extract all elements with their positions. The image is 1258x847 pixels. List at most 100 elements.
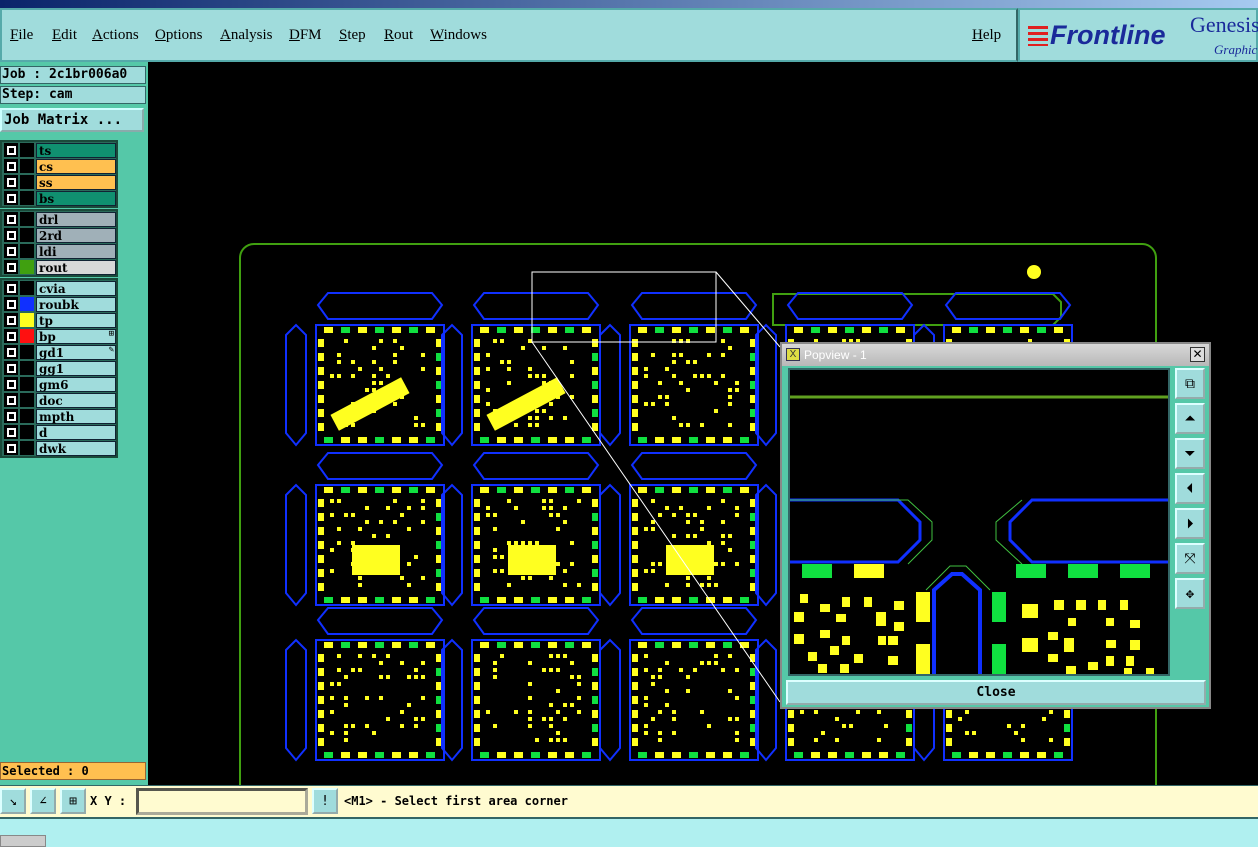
layer-checkbox[interactable] [4,260,18,274]
grid-button[interactable]: ⊞ [60,788,86,814]
menu-edit[interactable]: Edit [52,27,78,43]
layer-name[interactable]: gg1 [36,360,116,376]
edge-pad [689,642,698,648]
smd-pad [686,576,690,580]
layer-name[interactable]: doc [36,392,116,408]
menu-analysis[interactable]: Analysis [220,27,273,43]
menu-dfm[interactable]: DFM [289,27,322,43]
popview-close-button[interactable]: Close [786,680,1206,705]
layer-checkbox[interactable] [4,297,18,311]
layer-name[interactable]: roubk [36,296,116,312]
layer-name[interactable]: tp [36,312,116,328]
smd-pad [556,654,560,658]
layer-name[interactable]: gd1 [36,344,116,360]
layer-row-doc[interactable]: doc [2,392,116,408]
pan-right-button[interactable]: ⏵ [1175,508,1205,539]
edge-pad [436,668,442,676]
edge-pad [497,597,506,603]
taskbar-icons[interactable] [0,835,46,847]
menu-options[interactable]: Options [155,27,203,43]
layer-name[interactable]: ss [36,174,116,190]
component-pad [508,545,556,575]
layer-row-ss[interactable]: ss [2,174,116,190]
layer-checkbox[interactable] [4,313,18,327]
snap-button[interactable]: ∠ [30,788,56,814]
edge-pad [1064,710,1070,718]
menu-help[interactable]: Help [972,27,1002,43]
popview-close-icon[interactable]: ✕ [1190,347,1205,362]
menu-windows[interactable]: Windows [430,27,487,43]
layer-row-ldi[interactable]: ldi [2,243,116,259]
layer-checkbox[interactable] [4,425,18,439]
layer-row-2rd[interactable]: 2rd [2,227,116,243]
layer-row-d[interactable]: d [2,424,116,440]
layer-row-mpth[interactable]: mpth [2,408,116,424]
smd-pad [556,689,560,693]
layer-name[interactable]: mpth [36,408,116,424]
layer-checkbox[interactable] [4,228,18,242]
smd-pad [728,346,732,350]
layer-checkbox[interactable] [4,212,18,226]
xy-input[interactable] [136,788,308,815]
layer-row-bs[interactable]: bs [2,190,116,206]
alert-button[interactable]: ! [312,788,338,814]
layer-name[interactable]: gm6 [36,376,116,392]
edge-pad [723,487,732,493]
layer-name[interactable]: d [36,424,116,440]
layer-row-gd1[interactable]: gd1✎ [2,344,116,360]
pan-up-button[interactable]: ⏶ [1175,403,1205,434]
layer-name[interactable]: cs [36,158,116,174]
smd-pad [728,534,732,538]
layer-name[interactable]: ldi [36,243,116,259]
layer-checkbox[interactable] [4,393,18,407]
layer-checkbox[interactable] [4,345,18,359]
menu-rout[interactable]: Rout [384,27,414,43]
job-matrix-button[interactable]: Job Matrix ... [0,108,144,132]
menu-actions[interactable]: Actions [92,27,139,43]
layer-name[interactable]: rout [36,259,116,275]
layer-name[interactable]: cvia [36,280,116,296]
layer-row-tp[interactable]: tp [2,312,116,328]
zoom-in-button[interactable]: ⤧ [1175,543,1205,574]
layer-checkbox[interactable] [4,159,18,173]
edge-pad [436,710,442,718]
layer-checkbox[interactable] [4,329,18,343]
layer-row-dwk[interactable]: dwk [2,440,116,456]
zoom-out-button[interactable]: ✥ [1175,578,1205,609]
layer-row-cs[interactable]: cs [2,158,116,174]
pan-down-button[interactable]: ⏷ [1175,438,1205,469]
layer-checkbox[interactable] [4,244,18,258]
popview-canvas[interactable] [788,368,1170,676]
layer-checkbox[interactable] [4,361,18,375]
layer-row-gm6[interactable]: gm6 [2,376,116,392]
layer-checkbox[interactable] [4,175,18,189]
menu-file[interactable]: File [10,27,34,43]
layer-row-cvia[interactable]: cvia [2,280,116,296]
layer-row-roubk[interactable]: roubk [2,296,116,312]
edge-pad [1064,724,1070,732]
zoom-area-button[interactable]: ⧉ [1175,368,1205,399]
popview-title-bar[interactable]: X Popview - 1 ✕ [782,344,1209,366]
layer-name[interactable]: dwk [36,440,116,456]
layer-name[interactable]: ts [36,142,116,158]
layer-row-rout[interactable]: rout [2,259,116,275]
layer-name[interactable]: bp [36,328,116,344]
layer-name[interactable]: drl [36,211,116,227]
layer-checkbox[interactable] [4,191,18,205]
layer-checkbox[interactable] [4,377,18,391]
pan-left-button[interactable]: ⏴ [1175,473,1205,504]
layer-name[interactable]: 2rd [36,227,116,243]
edge-pad [426,642,435,648]
layer-checkbox[interactable] [4,441,18,455]
layer-checkbox[interactable] [4,281,18,295]
smd-pad [386,675,390,679]
layer-checkbox[interactable] [4,409,18,423]
layer-row-ts[interactable]: ts [2,142,116,158]
layer-name[interactable]: bs [36,190,116,206]
layer-row-bp[interactable]: bp⊞ [2,328,116,344]
measure-button[interactable]: ↘ [0,788,26,814]
menu-step[interactable]: Step [339,27,366,43]
layer-checkbox[interactable] [4,143,18,157]
layer-row-drl[interactable]: drl [2,211,116,227]
layer-row-gg1[interactable]: gg1 [2,360,116,376]
